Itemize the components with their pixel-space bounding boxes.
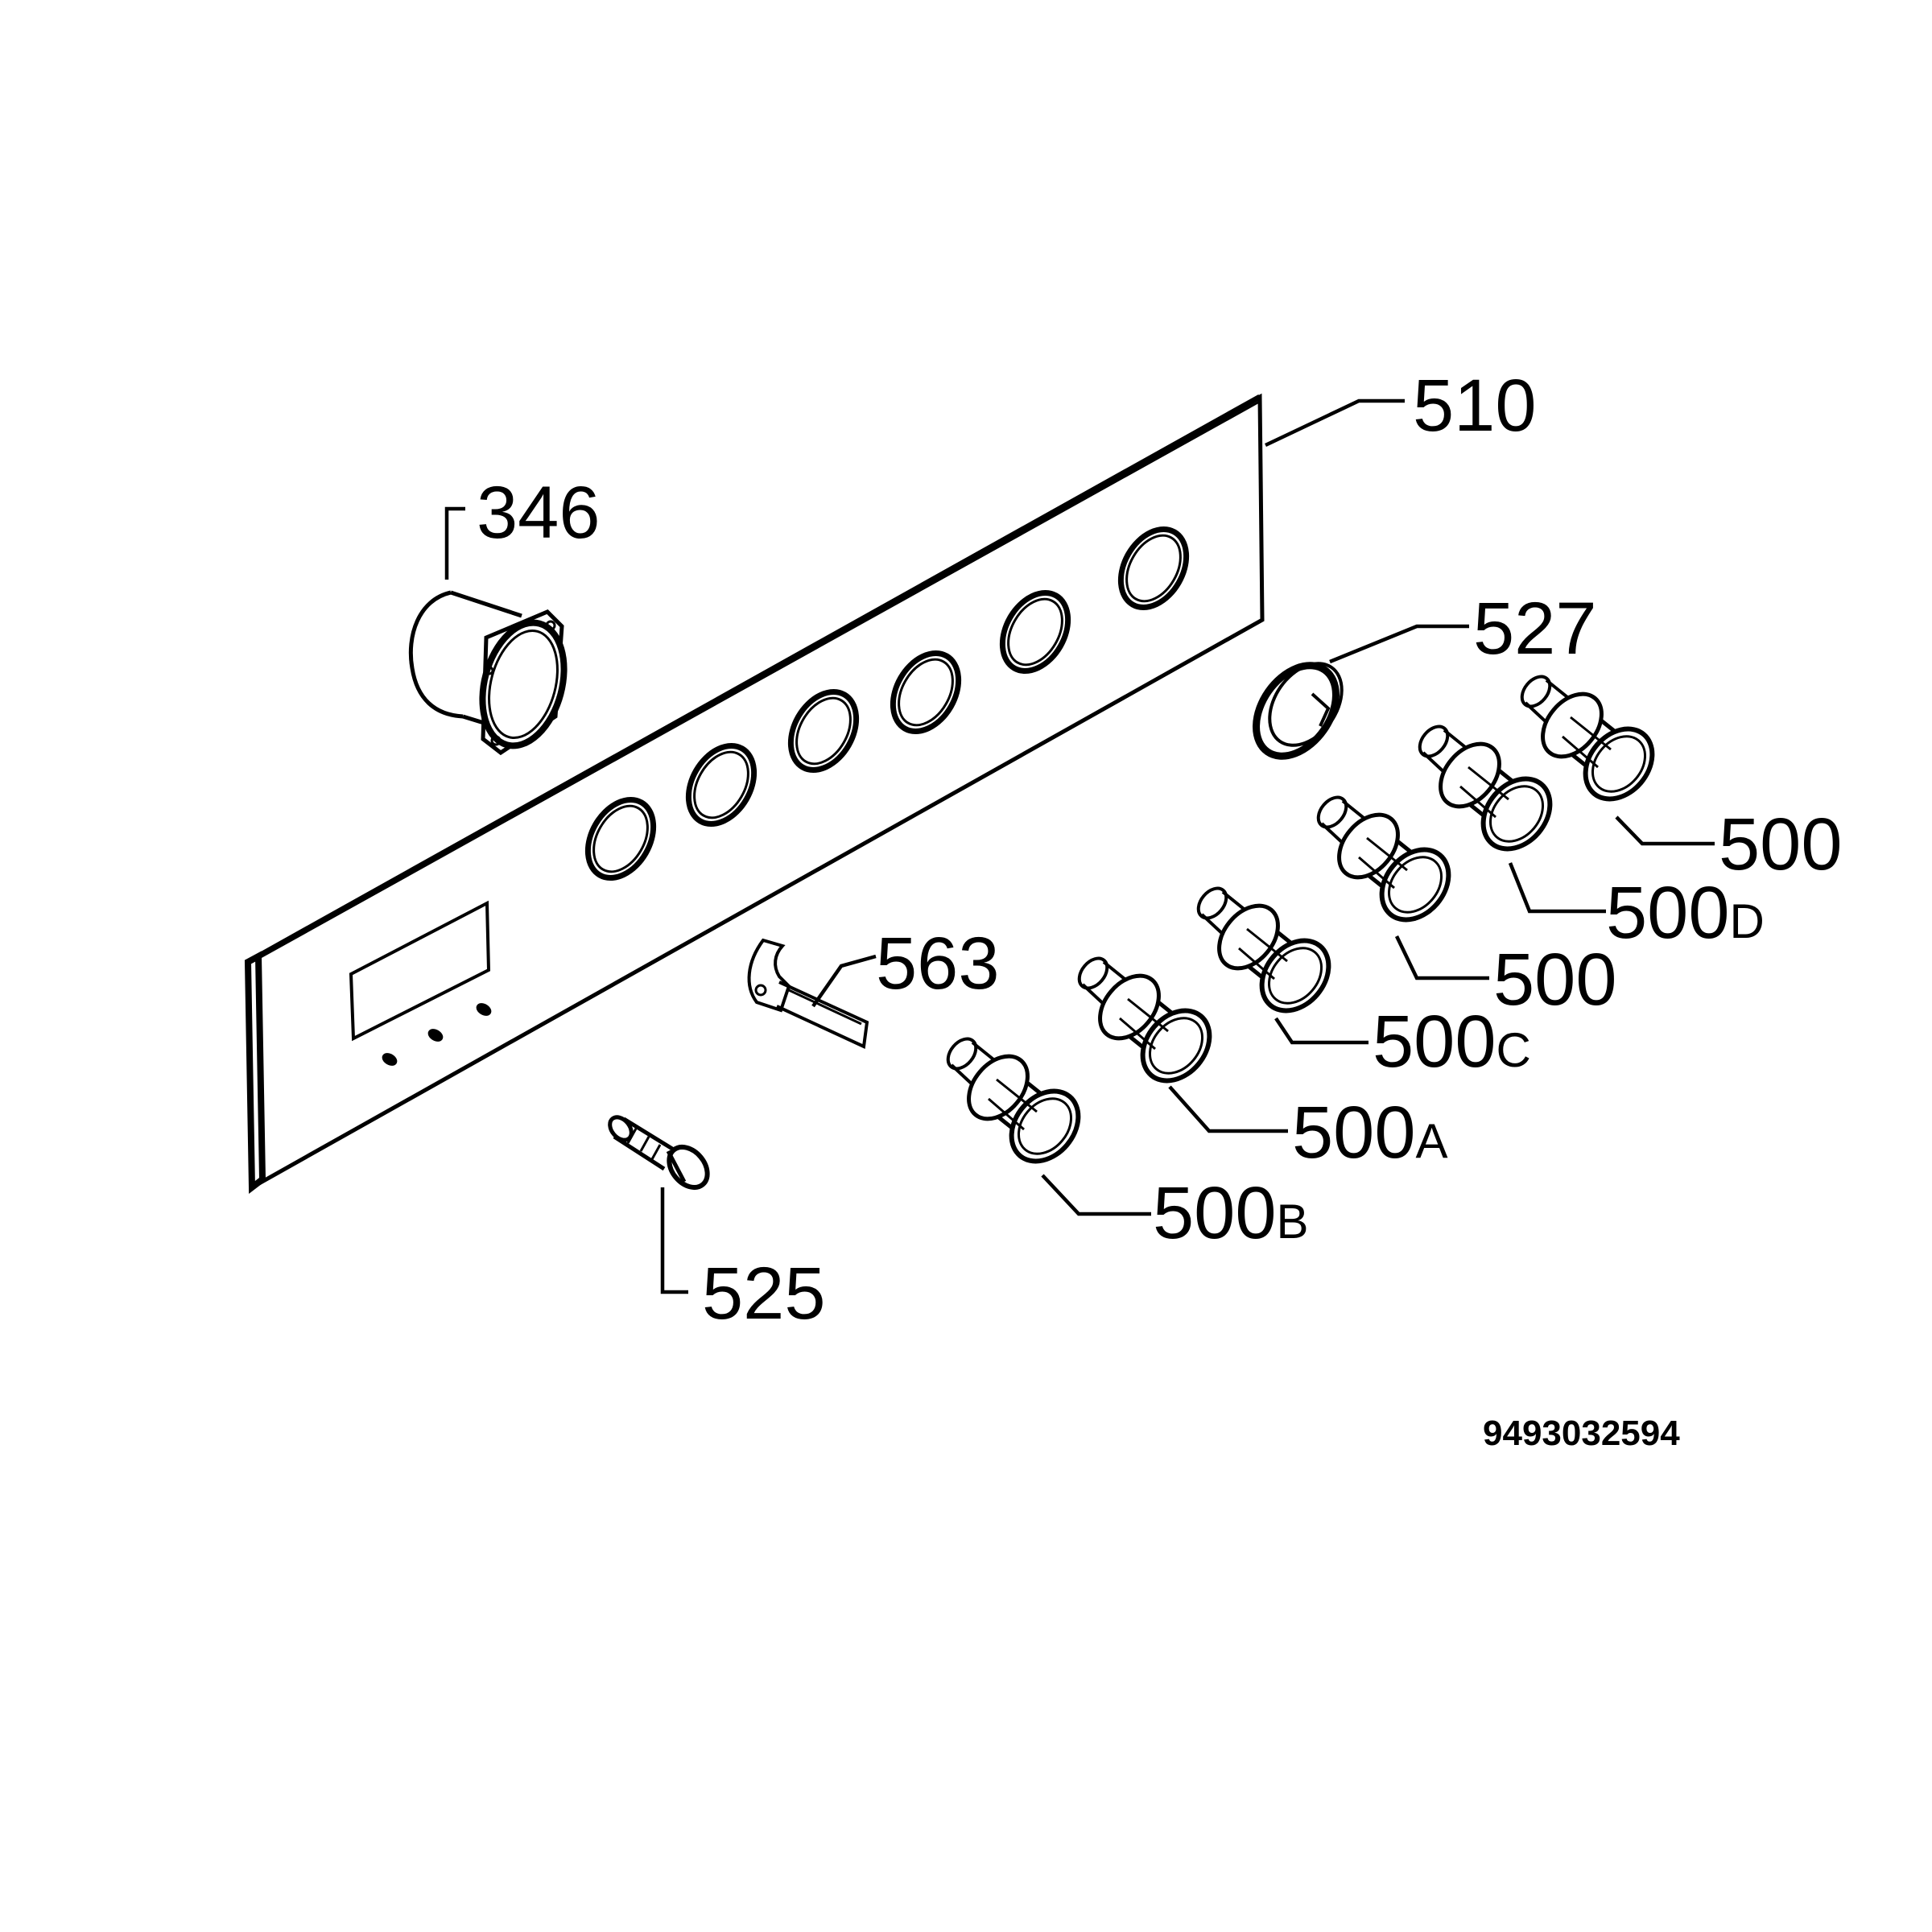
callout-500A: 500A (1292, 1092, 1448, 1174)
control-knob (1193, 883, 1343, 1024)
drawing-number: 9493032594 (1483, 1414, 1680, 1453)
screw (608, 1115, 710, 1191)
callout-500C: 500C (1373, 1001, 1531, 1083)
bracket (747, 938, 869, 1049)
button-hole (427, 1029, 444, 1042)
button-hole (476, 1003, 492, 1016)
button-hole (382, 1053, 398, 1066)
timer-housing (408, 590, 568, 756)
callout-563: 563 (876, 923, 1000, 1005)
knob-ring (1253, 662, 1344, 760)
callout-500B: 500B (1153, 1172, 1309, 1254)
leader-lines (444, 398, 1715, 1294)
control-knob (943, 1034, 1092, 1174)
callout-500D: 500D (1606, 872, 1765, 954)
control-knob (1313, 792, 1463, 933)
callout-510: 510 (1413, 365, 1537, 447)
callout-527: 527 (1473, 588, 1597, 670)
control-knob (1414, 721, 1564, 862)
callout-525: 525 (702, 1253, 826, 1335)
callout-500-second: 500 (1493, 939, 1617, 1021)
callout-346: 346 (477, 472, 601, 554)
control-panel (244, 393, 1265, 1195)
control-knob (1074, 953, 1224, 1094)
callout-500: 500 (1719, 803, 1843, 886)
display-window (349, 900, 491, 1042)
